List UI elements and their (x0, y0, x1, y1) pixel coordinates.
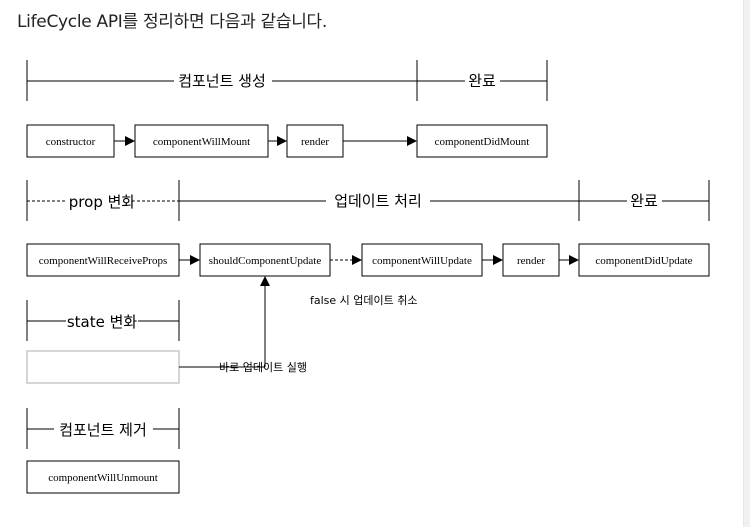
span-mount-create-label: 컴포넌트 생성 (178, 72, 266, 90)
span-update-process: 업데이트 처리 (179, 180, 580, 221)
svg-text:constructor: constructor (46, 136, 96, 148)
span-state-change: state 변화 (26, 300, 180, 341)
box-state-placeholder (26, 350, 180, 384)
span-unmount-label: 컴포넌트 제거 (59, 421, 147, 439)
box-render-mount: render (286, 124, 344, 158)
box-componentDidMount: componentDidMount (416, 124, 548, 158)
span-mount-done-label: 완료 (468, 72, 496, 90)
box-shouldComponentUpdate: shouldComponentUpdate (199, 243, 331, 277)
note-false-cancel: false 시 업데이트 취소 (310, 294, 418, 307)
box-componentDidUpdate: componentDidUpdate (578, 243, 710, 277)
box-componentWillUnmount: componentWillUnmount (26, 460, 180, 494)
span-update-done: 완료 (579, 180, 710, 221)
connector-state-to-should (179, 276, 270, 368)
box-render-update: render (502, 243, 560, 277)
note-direct-update: 바로 업데이트 실행 (219, 361, 307, 374)
span-update-done-label: 완료 (630, 192, 658, 210)
span-unmount: 컴포넌트 제거 (26, 408, 180, 449)
span-update-prop: prop 변화 (26, 180, 180, 221)
svg-text:componentWillMount: componentWillMount (153, 136, 250, 148)
span-mount-done: 완료 (417, 60, 548, 101)
svg-text:componentWillUpdate: componentWillUpdate (372, 255, 472, 267)
box-componentWillReceiveProps: componentWillReceiveProps (26, 243, 180, 277)
svg-text:render: render (301, 136, 329, 148)
span-state-change-label: state 변화 (67, 313, 138, 331)
svg-text:render: render (517, 255, 545, 267)
svg-text:shouldComponentUpdate: shouldComponentUpdate (209, 255, 322, 267)
span-update-prop-label: prop 변화 (69, 193, 136, 211)
box-constructor: constructor (26, 124, 115, 158)
box-componentWillUpdate: componentWillUpdate (361, 243, 483, 277)
page-heading: LifeCycle API를 정리하면 다음과 같습니다. (17, 12, 327, 32)
box-componentWillMount: componentWillMount (134, 124, 269, 158)
page-scrollbar[interactable] (743, 0, 750, 527)
svg-text:componentWillUnmount: componentWillUnmount (48, 472, 158, 484)
span-mount-create: 컴포넌트 생성 (26, 60, 418, 101)
svg-text:componentWillReceiveProps: componentWillReceiveProps (39, 255, 167, 267)
svg-text:componentDidMount: componentDidMount (435, 136, 530, 148)
svg-text:componentDidUpdate: componentDidUpdate (595, 255, 692, 267)
span-update-process-label: 업데이트 처리 (334, 192, 422, 210)
